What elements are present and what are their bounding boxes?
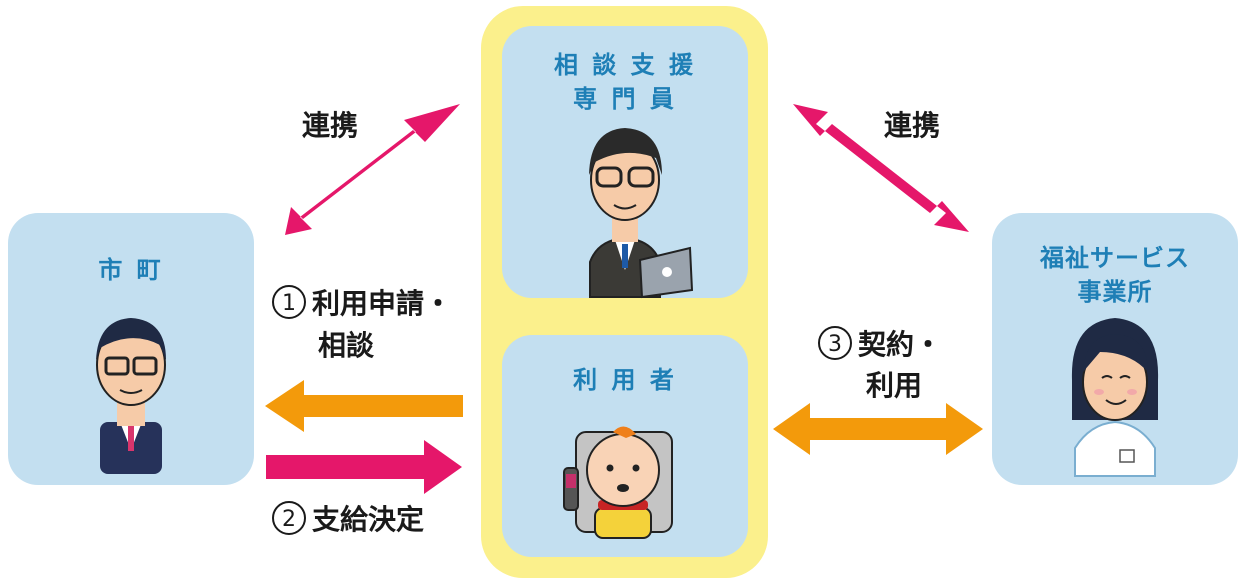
specialist-title-line1: 相 談 支 援 xyxy=(553,51,697,79)
application-arrow xyxy=(265,380,463,432)
decision-arrow xyxy=(266,440,462,494)
step1-line1: 利用申請・ xyxy=(312,287,453,320)
official-man-icon xyxy=(96,318,166,474)
provider-title-line2: 事業所 xyxy=(1077,278,1153,306)
specialist-title-line2: 専 門 員 xyxy=(573,85,677,113)
renkei-left-label: 連携 xyxy=(302,109,359,142)
city-title: 市 町 xyxy=(98,256,164,284)
renkei-left-arrow xyxy=(285,104,460,235)
step2-number: 2 xyxy=(272,501,306,535)
renkei-right-label: 連携 xyxy=(884,109,941,142)
step2-text: 支給決定 xyxy=(312,503,425,536)
step1-line2: 相談 xyxy=(318,329,375,362)
child-in-wheelchair-icon xyxy=(563,426,673,539)
step3-number: 3 xyxy=(818,326,852,360)
step3-line2: 利用 xyxy=(866,369,923,402)
specialist-with-laptop-icon xyxy=(589,128,694,299)
step3-line1: 契約・ xyxy=(858,328,943,361)
user-title: 利 用 者 xyxy=(573,366,677,394)
step1-number: 1 xyxy=(272,285,306,319)
renkei-right-arrow xyxy=(793,104,969,232)
specialist-box: 相 談 支 援 専 門 員 xyxy=(502,26,748,298)
contract-arrow xyxy=(773,403,983,455)
care-staff-woman-icon xyxy=(1071,318,1159,477)
provider-title-line1: 福祉サービス xyxy=(1040,244,1190,272)
